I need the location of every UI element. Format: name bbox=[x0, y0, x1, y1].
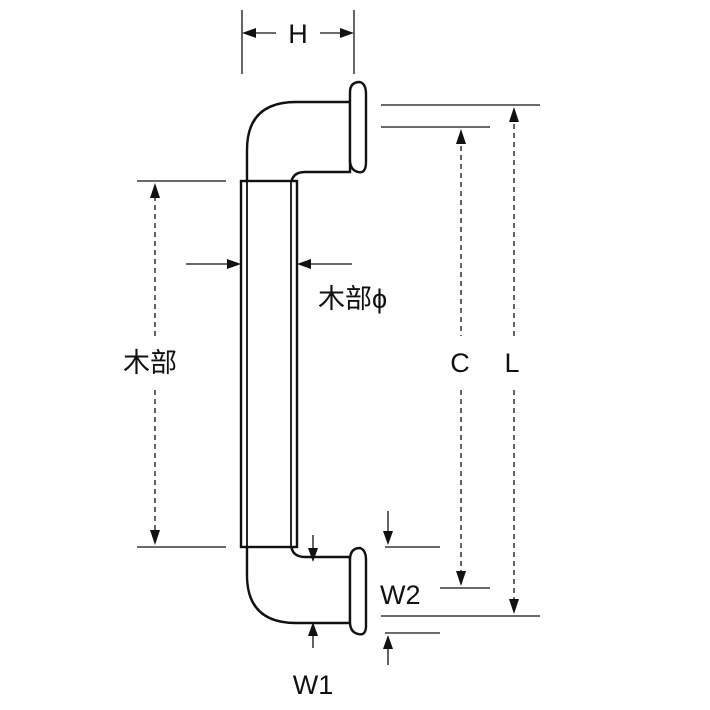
dimension-C: C bbox=[381, 126, 490, 589]
label-wood-length: 木部 bbox=[123, 348, 177, 378]
label-W2: W2 bbox=[380, 580, 421, 610]
label-H: H bbox=[288, 19, 308, 49]
wood-grip bbox=[239, 179, 299, 549]
label-W1: W1 bbox=[293, 670, 334, 700]
label-wood-diameter: 木部ϕ bbox=[318, 284, 387, 314]
label-C: C bbox=[450, 348, 470, 378]
dimension-H: H bbox=[241, 10, 355, 74]
dimension-wood-diameter: 木部ϕ bbox=[186, 259, 387, 314]
top-end-plate bbox=[348, 80, 368, 174]
dimension-wood-length: 木部 bbox=[123, 180, 226, 548]
dimension-W1: W1 bbox=[293, 622, 440, 700]
label-L: L bbox=[504, 348, 519, 378]
handle-drawing bbox=[239, 80, 368, 636]
bottom-end-plate bbox=[348, 546, 368, 636]
bottom-arm bbox=[245, 542, 352, 625]
dimension-W2: W2 bbox=[308, 511, 440, 610]
dimension-L: L bbox=[381, 104, 540, 617]
top-arm bbox=[245, 100, 352, 187]
